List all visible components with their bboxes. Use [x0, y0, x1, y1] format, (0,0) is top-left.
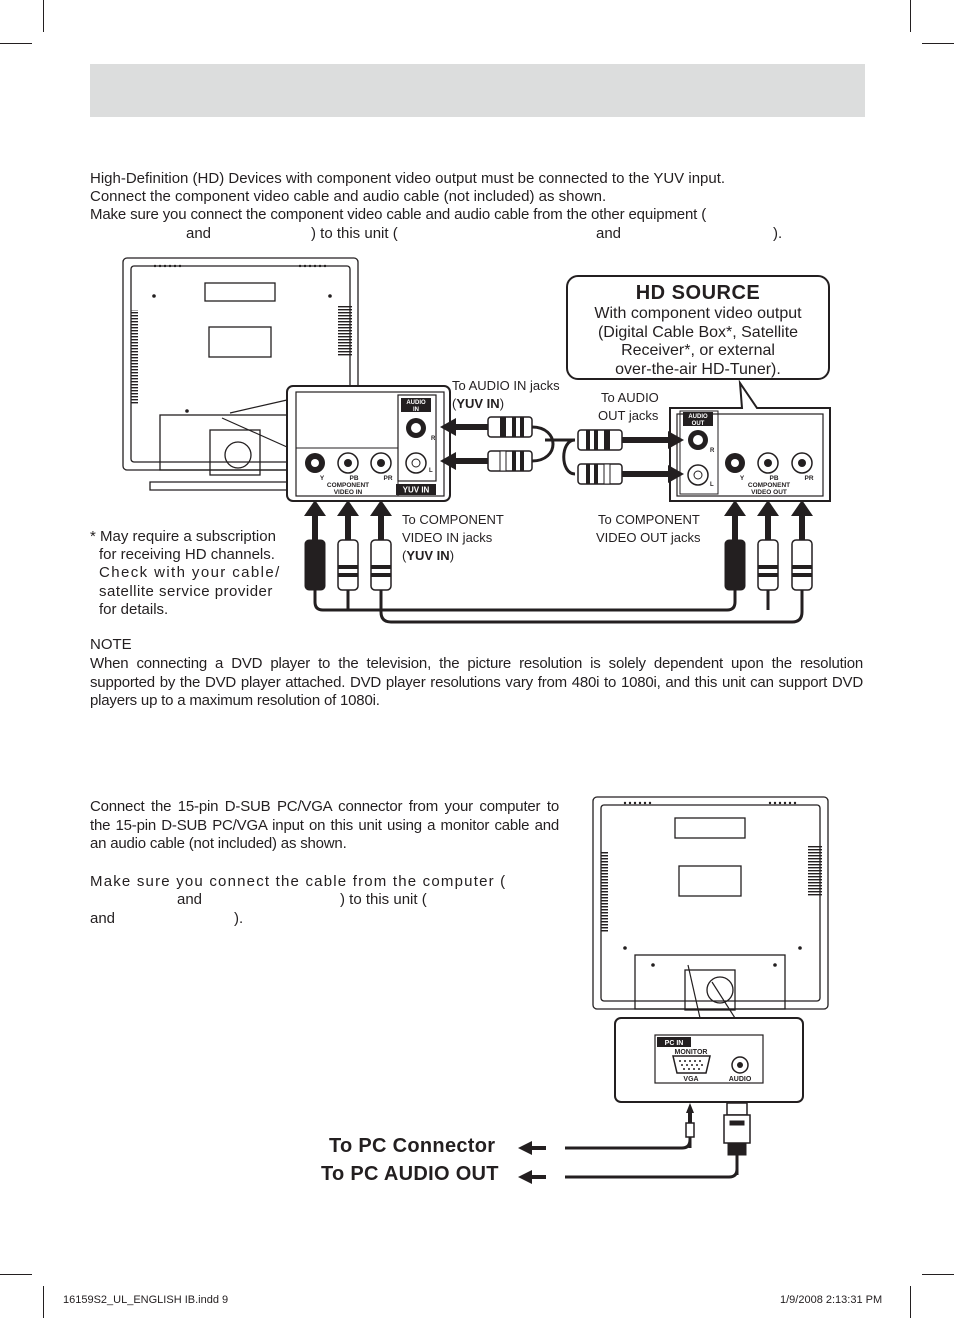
intro-line-1: High-Definition (HD) Devices with compon… — [90, 170, 726, 187]
note-heading: NOTE — [90, 636, 132, 653]
label-to-audio-in: To AUDIO IN jacks — [452, 378, 560, 393]
monitor-back-illustration — [592, 796, 829, 1011]
hd-source-line-2: (Digital Cable Box*, Satellite — [597, 323, 799, 341]
panel-out-audio-label: AUDIO — [688, 414, 708, 420]
panel-out-r-label: R — [710, 448, 715, 454]
section-header-bar — [90, 64, 865, 117]
label-to-pc-connector: To PC Connector — [329, 1135, 496, 1157]
panel-in-pb-label: PB — [349, 475, 358, 482]
panel-out-y-label: Y — [740, 475, 745, 482]
paren-open: ( — [452, 396, 457, 411]
intro-line-3: Make sure you connect the component vide… — [90, 206, 707, 223]
paren-open: ( — [402, 548, 407, 563]
panel-in-in-label: IN — [413, 407, 419, 413]
intro-to-unit: ) to this unit ( — [311, 225, 398, 242]
panel-in-r-label: R — [431, 436, 436, 442]
panel-out-l-label: L — [710, 482, 714, 488]
crop-mark — [922, 43, 954, 44]
pc-panel-monitor-label: MONITOR — [675, 1049, 708, 1056]
footnote-line-5: for details. — [99, 601, 169, 618]
panel-in-y-label: Y — [320, 475, 325, 482]
label-to-audio-out-1: To AUDIO — [601, 390, 659, 405]
component-plugs-source-side — [724, 500, 813, 591]
pc-para-2-to-unit: ) to this unit ( — [340, 891, 427, 908]
footnote-line-2: for receiving HD channels. — [99, 546, 275, 563]
crop-mark — [43, 1286, 44, 1318]
pc-panel-audio-label: AUDIO — [729, 1076, 752, 1083]
panel-out-out-label: OUT — [692, 421, 705, 427]
panel-in-video-in-label: VIDEO IN — [334, 489, 363, 496]
footer-date: 1/9/2008 2:13:31 PM — [780, 1294, 883, 1306]
tv-back-illustration — [122, 257, 359, 491]
label-to-comp-out-2: VIDEO OUT jacks — [596, 530, 701, 545]
panel-out-pr-label: PR — [804, 475, 813, 482]
hd-source-line-3: Receiver*, or external — [621, 342, 775, 359]
yuv-in-bold: YUV IN — [456, 396, 500, 411]
label-to-audio-out-2: OUT jacks — [598, 408, 659, 423]
hd-source-line-4: over-the-air HD-Tuner). — [615, 360, 781, 378]
paren-close: ) — [449, 548, 455, 563]
panel-in-component-label: COMPONENT — [327, 482, 369, 489]
label-to-comp-in-1: To COMPONENT — [402, 512, 504, 527]
footer-file-name: 16159S2_UL_ENGLISH IB.indd 9 — [63, 1294, 229, 1306]
pc-para-2-and-2: and — [90, 910, 116, 927]
yuv-in-bold: YUV IN — [406, 548, 450, 563]
footnote-line-1: * May require a subscription — [90, 528, 276, 545]
pc-para-2-line-1: Make sure you connect the cable from the… — [90, 873, 507, 890]
panel-out-component-label: COMPONENT — [748, 482, 790, 489]
pc-para-1: Connect the 15-pin D-SUB PC/VGA connecto… — [90, 798, 559, 852]
hd-source-title: HD SOURCE — [635, 282, 761, 304]
label-to-comp-out-1: To COMPONENT — [598, 512, 700, 527]
pc-cables — [565, 1137, 739, 1179]
crop-mark — [0, 43, 32, 44]
audio-plugs-tv-side — [487, 416, 533, 472]
label-comp-yuv-in: (YUV IN) — [402, 547, 454, 565]
pc-para-2-and-1: and — [177, 891, 203, 908]
panel-in-audio-label: AUDIO — [406, 400, 426, 406]
crop-mark — [922, 1274, 954, 1275]
footnote-line-4: satellite service provider — [99, 583, 273, 600]
crop-mark — [910, 0, 911, 32]
component-plugs-tv-side — [304, 500, 392, 591]
component-connection-diagram: AUDIO IN R L Y PB PR COMPONENT VIDEO IN … — [122, 257, 831, 624]
hd-source-line-1: With component video output — [594, 305, 802, 322]
label-yuv-in-paren: (YUV IN) — [452, 395, 504, 413]
component-cables — [313, 590, 804, 624]
pc-panel-vga-label: VGA — [683, 1076, 698, 1083]
footnote-line-3: Check with your cable/ — [99, 564, 281, 581]
crop-mark — [0, 1274, 32, 1275]
hd-source-output-panel: AUDIO OUT R L Y PB PR COMPONENT VIDEO OU… — [669, 379, 831, 502]
crop-mark — [43, 0, 44, 32]
panel-in-yuv-badge: YUV IN — [403, 486, 430, 495]
panel-out-video-out-label: VIDEO OUT — [751, 489, 787, 496]
paren-close: ) — [499, 396, 505, 411]
label-to-comp-in-2: VIDEO IN jacks — [402, 530, 493, 545]
panel-out-pb-label: PB — [769, 475, 778, 482]
panel-in-l-label: L — [429, 468, 433, 474]
hd-source-callout: HD SOURCE With component video output (D… — [566, 275, 830, 380]
audio-in-arrows — [440, 418, 488, 470]
audio-plugs-source-side — [577, 429, 623, 485]
pc-para-2-end: ). — [234, 910, 244, 927]
label-to-pc-audio-out: To PC AUDIO OUT — [321, 1163, 499, 1185]
panel-in-pr-label: PR — [383, 475, 392, 482]
crop-mark — [910, 1286, 911, 1318]
tv-top-dots — [153, 264, 327, 268]
intro-line-2: Connect the component video cable and au… — [90, 188, 607, 205]
pc-in-badge: PC IN — [665, 1040, 684, 1047]
pc-in-panel: PC IN MONITOR VGA AUDIO — [614, 1017, 804, 1103]
intro-end: ). — [773, 225, 783, 242]
intro-and-1: and — [186, 225, 212, 242]
audio-out-arrows — [622, 431, 684, 483]
pc-connection-diagram: PC IN MONITOR VGA AUDIO — [518, 796, 829, 1184]
note-text: When connecting a DVD player to the tele… — [90, 655, 863, 709]
intro-and-2: and — [596, 225, 622, 242]
yuv-input-panel: AUDIO IN R L Y PB PR COMPONENT VIDEO IN … — [286, 385, 451, 502]
pc-arrows — [518, 1141, 546, 1184]
